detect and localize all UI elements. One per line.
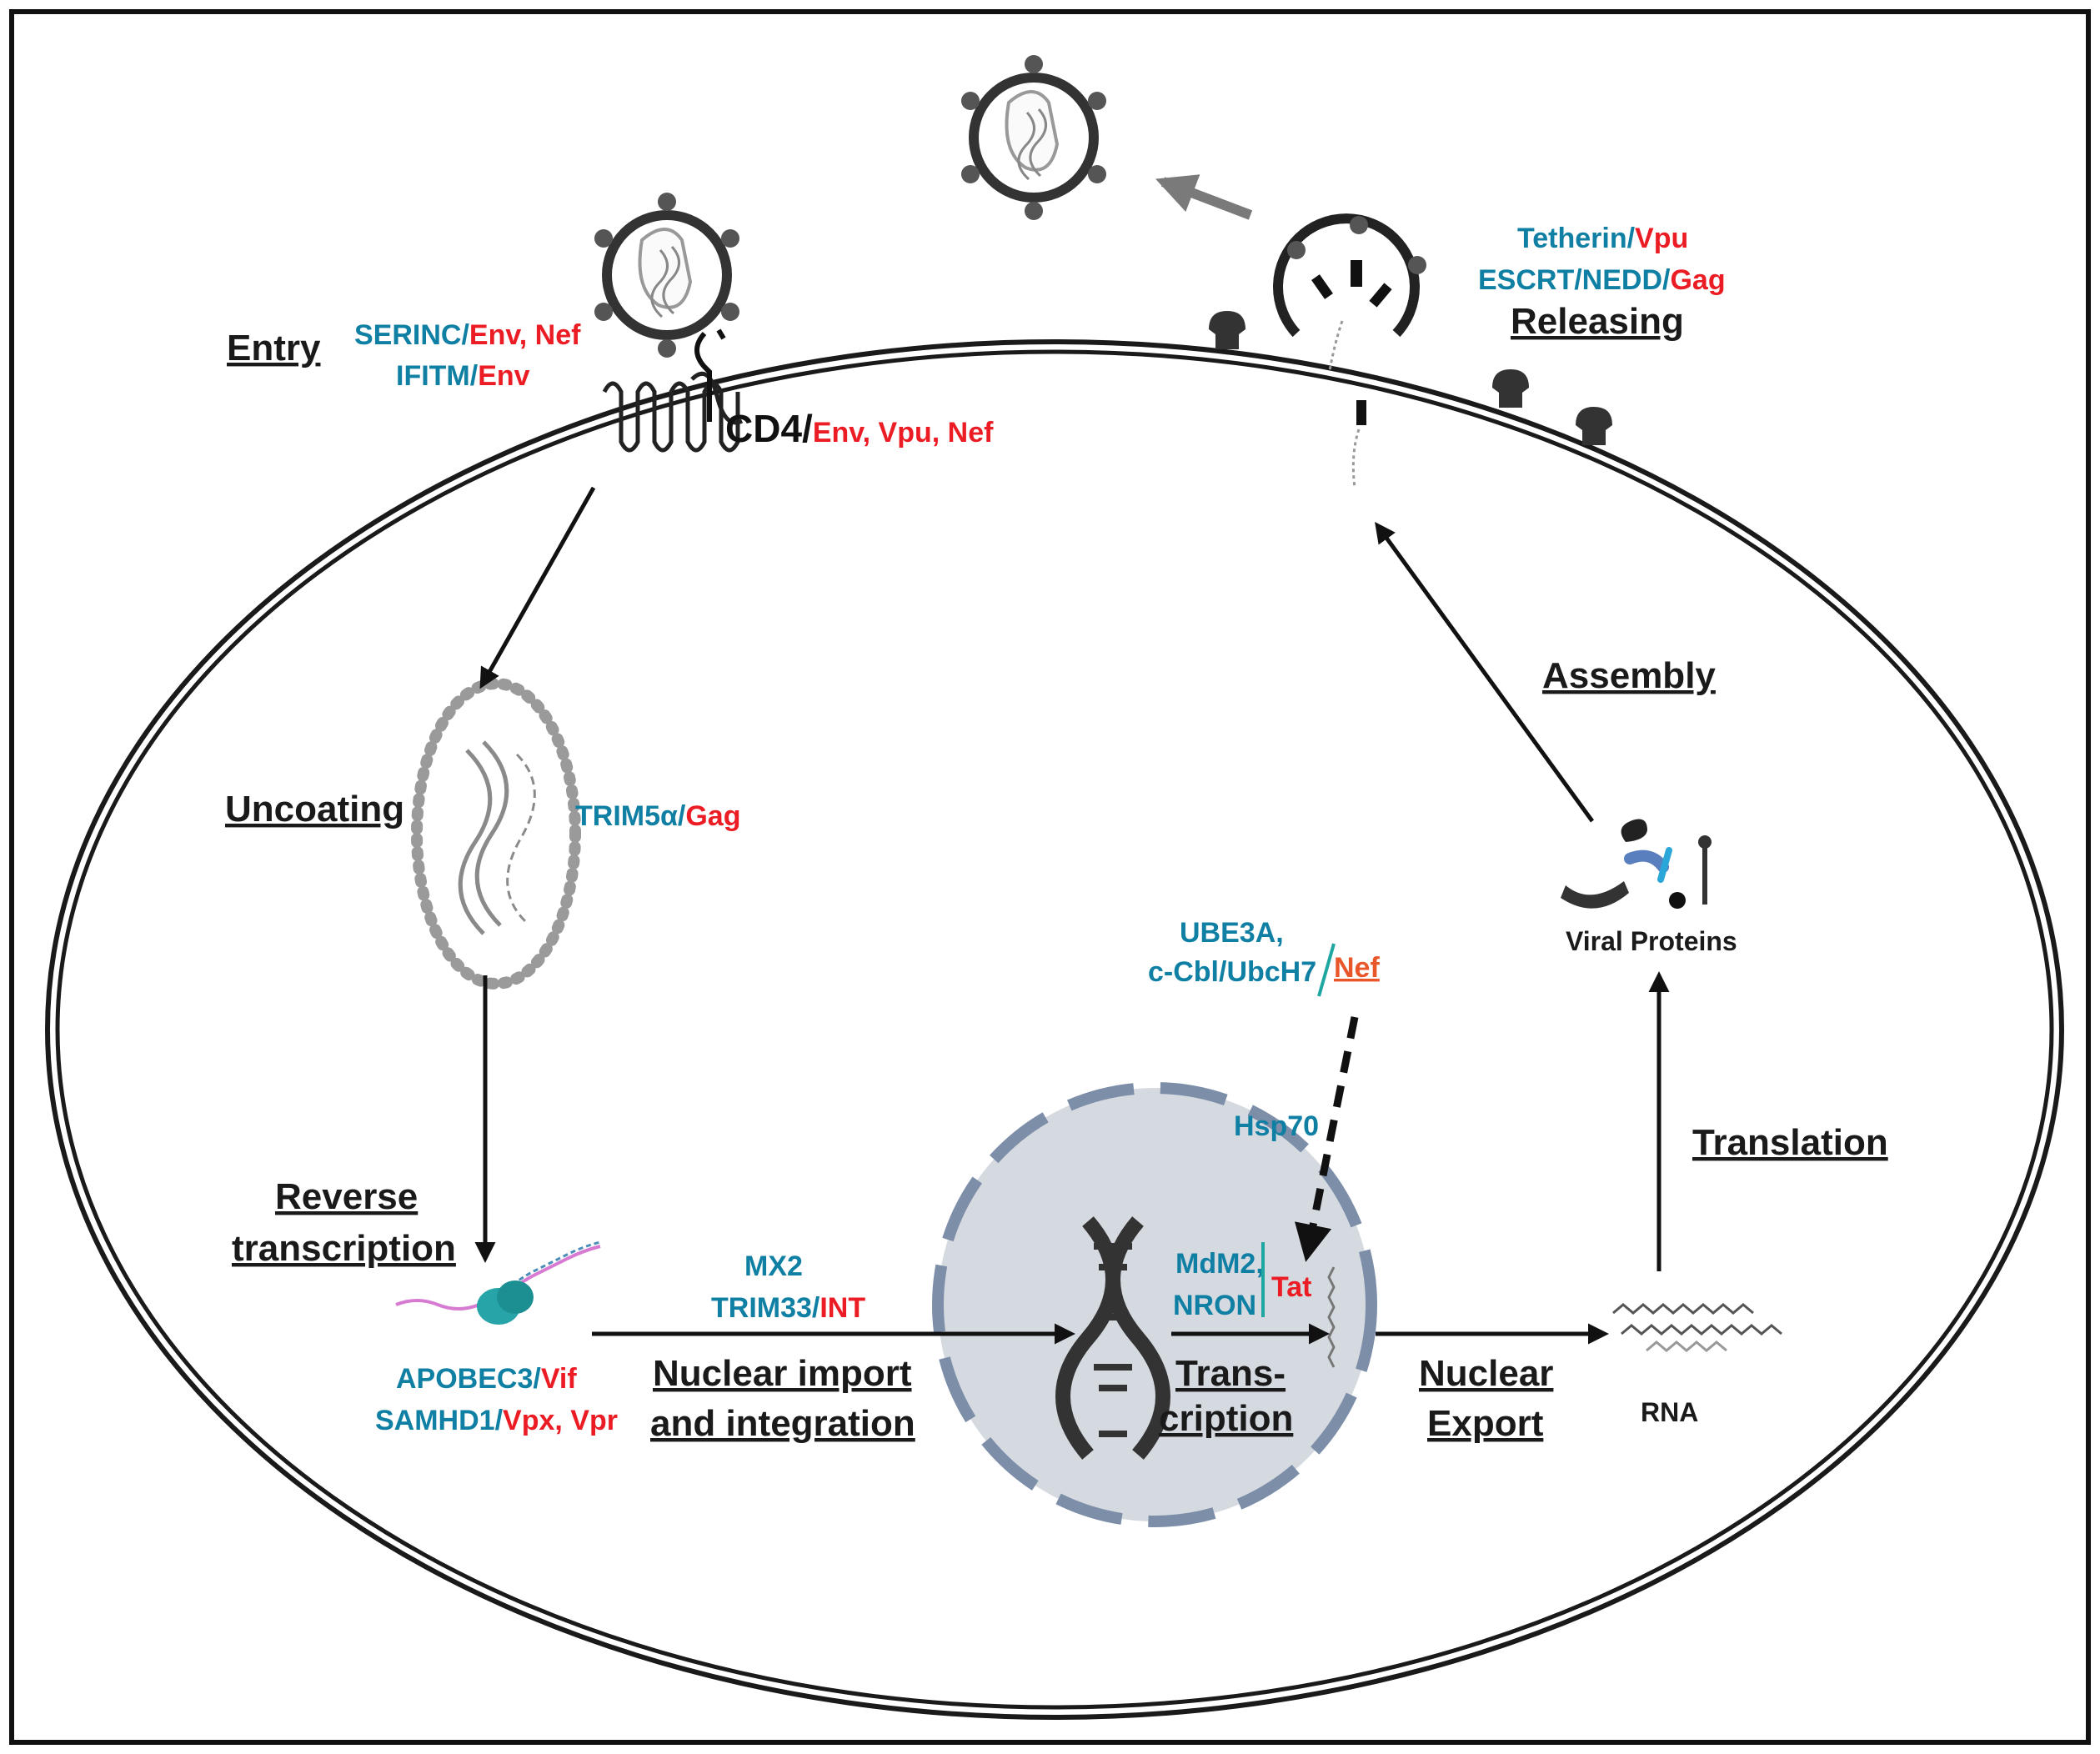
ube3a-label: UBE3A, — [1180, 917, 1284, 949]
budding-virion-icon — [1273, 213, 1426, 489]
hsp70-label: Hsp70 — [1234, 1110, 1319, 1142]
trim33-label: TRIM33/INT — [711, 1292, 865, 1324]
virion-released-icon — [961, 55, 1106, 220]
viral-proteins-label: Viral Proteins — [1566, 926, 1737, 956]
cell-membrane — [45, 339, 2064, 1720]
apobec3-label: APOBEC3/Vif — [396, 1363, 577, 1395]
cd4-receptor-icon — [694, 328, 726, 422]
uncoating-capsid-icon — [411, 678, 581, 990]
escrt-label: ESCRT/NEDD/Gag — [1478, 264, 1726, 296]
nef-dashed-arrow — [1294, 1016, 1359, 1262]
ube3a-nef-divider — [1317, 943, 1336, 997]
membrane-receptors — [1209, 311, 1612, 445]
tetherin-label: Tetherin/Vpu — [1517, 223, 1688, 254]
assembly-arrow — [1375, 521, 1595, 823]
dna-helix-icon — [1055, 1216, 1170, 1460]
step-nuclear-export-line2: Export — [1427, 1403, 1544, 1444]
step-nuclear-export-line1: Nuclear — [1419, 1353, 1553, 1394]
step-nuclear-import-line1: Nuclear import — [653, 1353, 912, 1394]
rna-icon — [1612, 1303, 1782, 1352]
nascent-rna-icon — [1327, 1266, 1336, 1368]
entry-to-uncoating-arrow — [479, 486, 596, 689]
serinc-label: SERINC/Env, Nef — [354, 319, 581, 351]
nron-label: NRON — [1173, 1290, 1256, 1321]
step-transcription-line1: Trans- — [1175, 1353, 1286, 1394]
step-releasing: Releasing — [1511, 301, 1684, 342]
rna-label: RNA — [1641, 1397, 1698, 1427]
viral-proteins-icon — [1561, 819, 1712, 909]
release-arrow — [1155, 174, 1253, 220]
samhd1-label: SAMHD1/Vpx, Vpr — [375, 1405, 618, 1436]
mdm2-label: MdM2, — [1175, 1248, 1264, 1280]
step-transcription-line2: cription — [1159, 1398, 1293, 1439]
nef-label: Nef — [1334, 952, 1380, 984]
step-translation: Translation — [1692, 1122, 1888, 1163]
tat-label: Tat — [1271, 1271, 1311, 1303]
step-nuclear-import-line2: and integration — [650, 1403, 915, 1444]
trim5-label: TRIM5α/Gag — [575, 800, 740, 832]
step-assembly: Assembly — [1542, 655, 1716, 696]
lifecycle-arrows — [474, 486, 1670, 1345]
mx2-label: MX2 — [744, 1250, 803, 1282]
coreceptor-icon — [602, 371, 744, 453]
virion-entry-icon — [594, 193, 739, 358]
ccbl-ubch7-label: c-Cbl/UbcH7 — [1148, 956, 1316, 988]
step-reverse-transcription-line2: transcription — [232, 1228, 456, 1269]
cd4-viral-antagonists: Env, Vpu, Nef — [813, 417, 994, 449]
ifitm-label: IFITM/Env — [396, 360, 530, 392]
step-entry: Entry — [227, 328, 321, 368]
step-reverse-transcription-line1: Reverse — [275, 1176, 418, 1217]
step-uncoating: Uncoating — [225, 789, 404, 829]
nucleus — [932, 1082, 1377, 1527]
cd4-label: CD4/Env, Vpu, Nef — [725, 407, 994, 450]
reverse-transcriptase-icon — [395, 1240, 601, 1325]
